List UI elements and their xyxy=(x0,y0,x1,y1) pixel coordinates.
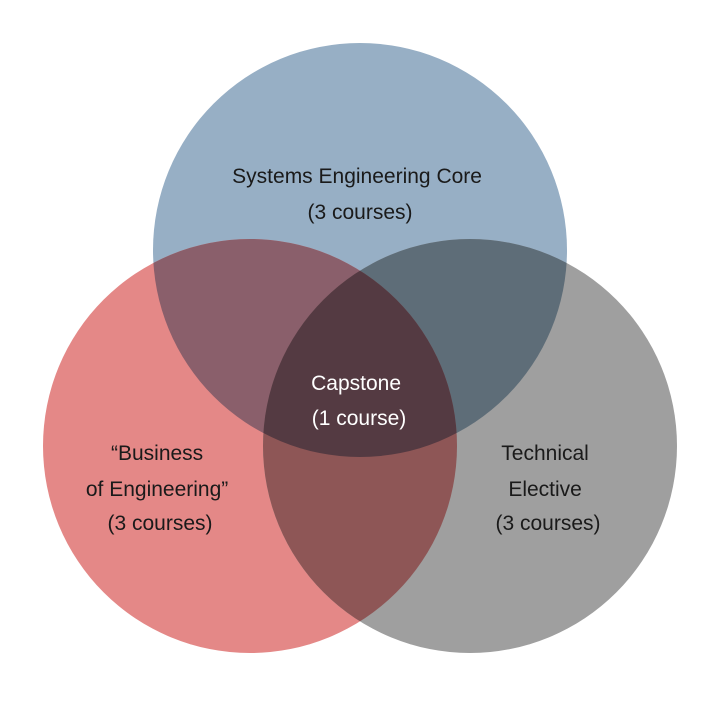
systems-label-line-1: Systems Engineering Core xyxy=(232,165,482,188)
technical-label: Technical Elective (3 courses) xyxy=(495,442,600,535)
business-label: “Business of Engineering” (3 courses) xyxy=(86,442,234,535)
technical-label-line-3: (3 courses) xyxy=(495,512,600,535)
business-label-line-2: of Engineering” xyxy=(86,478,228,501)
capstone-label-line-1: Capstone xyxy=(311,372,401,395)
business-label-line-3: (3 courses) xyxy=(107,512,212,535)
systems-label: Systems Engineering Core (3 courses) xyxy=(232,165,488,224)
technical-label-line-2: Elective xyxy=(508,478,582,501)
systems-label-line-2: (3 courses) xyxy=(307,201,412,224)
capstone-label: Capstone (1 course) xyxy=(311,372,407,430)
capstone-label-line-2: (1 course) xyxy=(312,407,407,430)
overlap-all xyxy=(263,239,457,457)
technical-label-line-1: Technical xyxy=(501,442,589,465)
business-label-line-1: “Business xyxy=(111,442,203,465)
